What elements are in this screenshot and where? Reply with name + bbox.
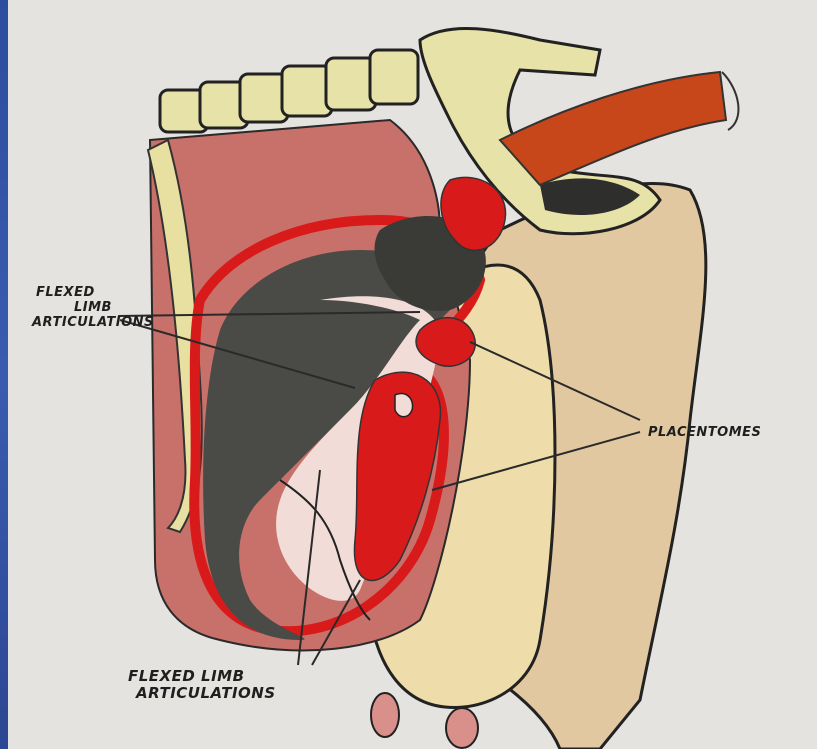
label-line: LIMB xyxy=(32,301,154,316)
label-line: FLEXED xyxy=(32,286,154,301)
label-flexed-limb-upper: FLEXED LIMB ARTICULATIONS xyxy=(32,286,154,331)
spine xyxy=(160,50,418,132)
label-placentomes: PLACENTOMES xyxy=(648,426,761,441)
label-line: ARTICULATIONS xyxy=(128,685,276,702)
label-flexed-limb-lower: FLEXED LIMB ARTICULATIONS xyxy=(128,668,276,703)
label-line: FLEXED LIMB xyxy=(128,668,276,685)
teat-left xyxy=(371,693,399,737)
teat-right xyxy=(446,708,478,748)
calf-hoof xyxy=(395,393,413,416)
label-line: ARTICULATIONS xyxy=(32,316,154,331)
rectum xyxy=(500,72,726,185)
label-line: PLACENTOMES xyxy=(648,426,761,441)
